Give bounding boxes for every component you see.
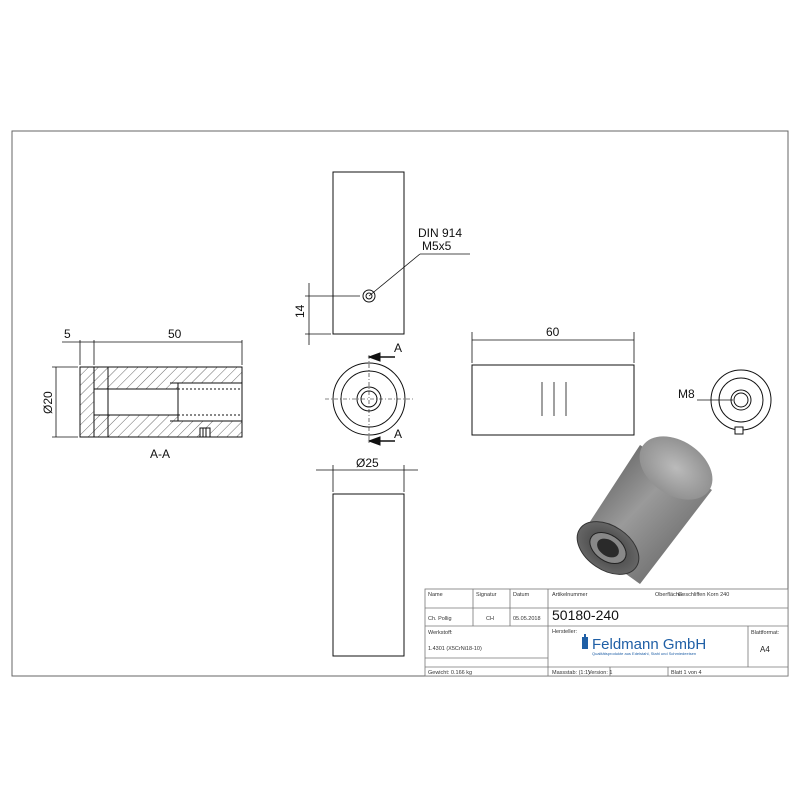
tb-weight: Gewicht: 0.166 kg — [428, 670, 472, 676]
isometric-render — [576, 436, 713, 584]
dim-14: 14 — [293, 304, 307, 318]
dim-60: 60 — [546, 325, 560, 339]
din-callout-2: M5x5 — [422, 239, 452, 253]
tb-name-value: Ch. Pollig — [428, 616, 452, 622]
tb-header-name: Name — [428, 592, 443, 598]
tb-article-label: Artikelnummer — [552, 592, 588, 598]
tb-material-label: Werkstoff: — [428, 630, 453, 636]
svg-text:Qualitätsprodukte aus Edelstah: Qualitätsprodukte aus Edelstahl, Stahl u… — [592, 651, 696, 656]
end-view — [325, 352, 413, 446]
thread-end-view — [697, 369, 772, 435]
dim-diameter-20: Ø20 — [41, 391, 55, 414]
din-callout-1: DIN 914 — [418, 226, 462, 240]
sheet-frame — [11, 130, 789, 677]
section-dimensions — [52, 340, 243, 438]
tb-surface-label: Oberfläche: — [655, 592, 684, 598]
dim-m8: M8 — [678, 387, 695, 401]
title-block — [424, 588, 789, 677]
dim-diameter-25: Ø25 — [356, 456, 379, 470]
bottom-view — [316, 465, 418, 657]
dim-5: 5 — [64, 327, 71, 341]
section-marker-top: A — [394, 341, 402, 355]
tb-scale: Massstab: (1:1) — [552, 670, 590, 676]
tb-signature-value: CH — [486, 616, 494, 622]
tb-sheet-format-value: A4 — [760, 645, 770, 654]
tb-sheet-format-label: Blattformat: — [751, 630, 780, 636]
svg-text:Feldmann GmbH: Feldmann GmbH — [592, 636, 706, 653]
side-view — [471, 332, 635, 436]
section-label: A-A — [150, 447, 170, 461]
dim-50: 50 — [168, 327, 182, 341]
tb-manufacturer-label: Hersteller: — [552, 629, 578, 635]
tb-sheet: Blatt 1 von 4 — [671, 670, 702, 676]
tb-date-value: 05.05.2018 — [513, 616, 541, 622]
tb-surface-value: Geschliffen Korn 240 — [678, 592, 729, 598]
feldmann-logo: Feldmann GmbH Qualitätsprodukte aus Edel… — [582, 634, 706, 656]
top-view — [305, 171, 470, 345]
tb-material-value: 1.4301 (X5CrNi18-10) — [428, 646, 482, 652]
tb-header-signature: Signatur — [476, 592, 497, 598]
tb-article-number: 50180-240 — [552, 607, 619, 623]
tb-header-date: Datum — [513, 592, 530, 598]
tb-version: Version: 1 — [588, 670, 612, 676]
section-view-a-a — [79, 366, 243, 438]
section-marker-bottom: A — [394, 427, 402, 441]
